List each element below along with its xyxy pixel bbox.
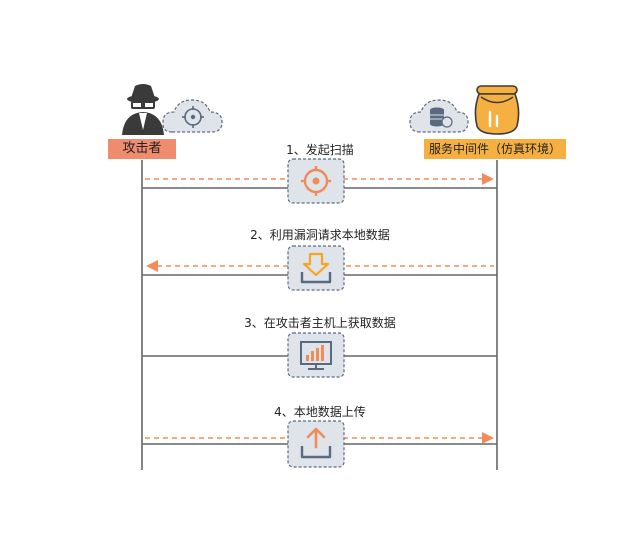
attacker-cloud-icon xyxy=(162,99,223,133)
target-icon xyxy=(287,158,345,204)
step-2-label: 2、利用漏洞请求本地数据 xyxy=(250,228,390,242)
step-3-label: 3、在攻击者主机上获取数据 xyxy=(244,316,396,330)
attacker-spy-icon xyxy=(122,84,164,135)
step-1-label: 1、发起扫描 xyxy=(286,143,354,157)
honeypot-jar-icon xyxy=(474,85,520,135)
step-2-arrow xyxy=(146,260,494,272)
step-4-arrow xyxy=(145,432,494,444)
step-1-arrow xyxy=(145,173,494,185)
step-4-label: 4、本地数据上传 xyxy=(274,405,366,419)
chart-monitor-icon xyxy=(287,332,345,378)
database-cloud-icon xyxy=(409,99,469,133)
attacker-label: 攻击者 xyxy=(108,139,176,159)
upload-icon xyxy=(287,420,345,468)
download-icon xyxy=(287,245,345,291)
server-label: 服务中间件（仿真环境） xyxy=(424,139,566,159)
